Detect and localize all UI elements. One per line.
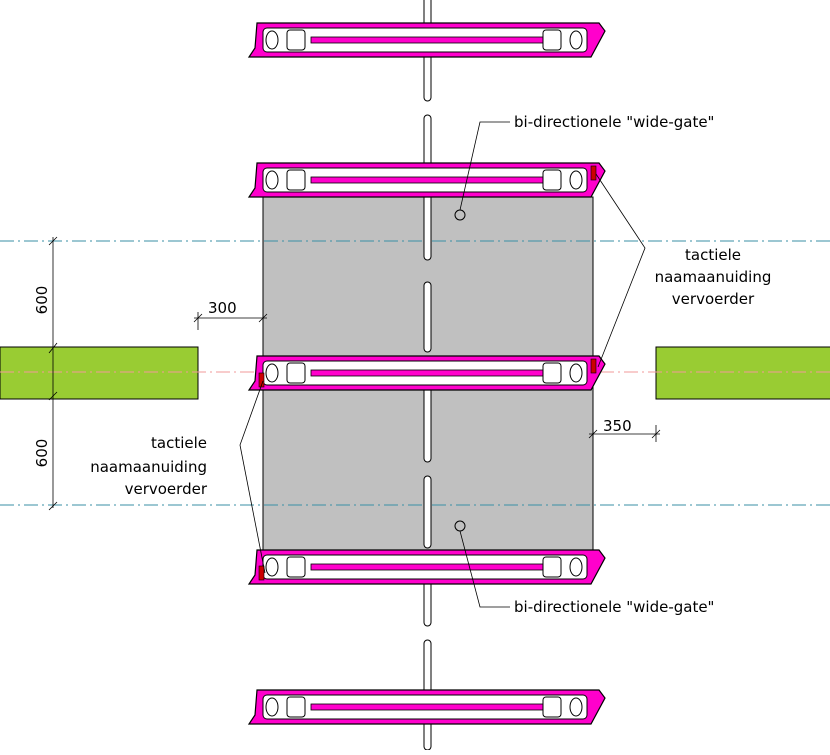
upper-spacing-label: 600 bbox=[33, 286, 51, 315]
gate-cabinet-1 bbox=[248, 22, 606, 58]
left-gap-dimension bbox=[193, 312, 268, 330]
right-gap-dimension bbox=[588, 425, 661, 442]
tactile-mark bbox=[590, 165, 597, 181]
tactile-left-line-1: tactiele bbox=[151, 434, 207, 452]
tactile-left-line-3: vervoerder bbox=[125, 480, 208, 498]
tactile-left-line-2: naamaanuiding bbox=[90, 458, 207, 476]
tactile-right-line-3: vervoerder bbox=[672, 290, 755, 308]
walkway-line-segment bbox=[423, 281, 432, 353]
leader-gate-bottom bbox=[459, 530, 510, 608]
gate-label-top: bi-directionele "wide-gate" bbox=[514, 113, 714, 131]
tactile-mark bbox=[590, 358, 597, 374]
leader-tactile-left bbox=[239, 380, 266, 574]
leader-gate-top bbox=[459, 121, 510, 211]
leader-tactile-right bbox=[595, 173, 646, 368]
tactile-right-line-1: tactiele bbox=[685, 246, 741, 264]
tactile-right-line-2: naamaanuiding bbox=[655, 268, 772, 286]
gate-cabinet-3 bbox=[248, 355, 606, 391]
left-gap-label: 300 bbox=[208, 299, 237, 317]
gate-label-bottom: bi-directionele "wide-gate" bbox=[514, 598, 714, 616]
left-side-block bbox=[0, 346, 199, 400]
right-gap-label: 350 bbox=[603, 417, 632, 435]
right-side-block bbox=[655, 346, 830, 400]
gate-cabinet-4 bbox=[248, 549, 606, 585]
walkway-line-segment bbox=[423, 475, 432, 549]
left-vertical-dimension bbox=[48, 236, 58, 511]
tactile-mark bbox=[258, 372, 265, 388]
lower-spacing-label: 600 bbox=[33, 439, 51, 468]
gate-cabinet-5 bbox=[248, 689, 606, 725]
tactile-mark bbox=[258, 565, 265, 581]
walkway-line-segment bbox=[423, 381, 432, 463]
gate-cabinet-2 bbox=[248, 162, 606, 198]
